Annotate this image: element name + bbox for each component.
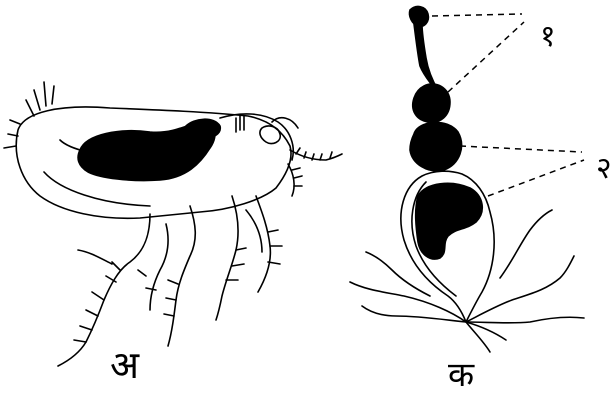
callout-lines bbox=[432, 14, 584, 196]
callout-line-1a bbox=[432, 14, 522, 16]
callout-line-2a bbox=[460, 146, 582, 152]
callout-number-2: २ bbox=[596, 154, 611, 184]
figure-label-right: क bbox=[448, 358, 474, 392]
organ-middle-bulb bbox=[410, 122, 462, 170]
callout-line-1b bbox=[448, 22, 524, 92]
organ-upper-bulb bbox=[413, 84, 450, 122]
callout-line-2b bbox=[488, 160, 584, 196]
organ-drawing bbox=[350, 7, 584, 352]
callout-number-1: १ bbox=[540, 22, 556, 52]
flea-drawing bbox=[4, 82, 342, 366]
organ-inner-mass bbox=[416, 183, 483, 259]
figure-label-left: अ bbox=[110, 346, 139, 384]
organ-duct bbox=[414, 24, 438, 90]
